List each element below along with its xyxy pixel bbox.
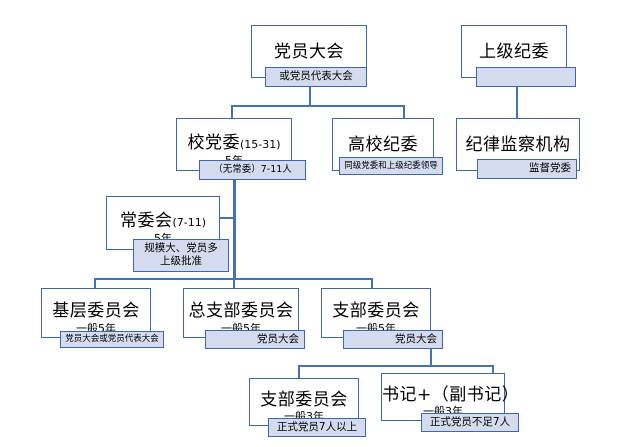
node-title: 支部委员会: [332, 301, 420, 321]
connector-bus-level5: [298, 365, 492, 367]
connector-xiaodangwei-trunk: [233, 172, 236, 279]
tag-changweihui[interactable]: 规模大、党员多 上级批准: [133, 239, 229, 272]
node-title: 党员大会: [274, 42, 344, 62]
node-title: 总支部委员会: [188, 301, 294, 321]
node-jiceng-weiyuanhui[interactable]: 基层委员会 一般5年: [41, 288, 151, 338]
node-title: 高校纪委: [348, 135, 418, 155]
connector-drop-zongzhibu: [233, 278, 235, 288]
node-title: 校党委(15-31): [187, 133, 281, 153]
connector-drop-xiaodangwei: [231, 105, 233, 118]
tag-zhibu-weiyuanhui-2[interactable]: 正式党员7人以上: [268, 418, 366, 437]
tag-shangji-jiwei[interactable]: [476, 67, 576, 87]
tag-zhibu-weiyuanhui[interactable]: 党员大会: [343, 330, 443, 349]
connector-zhibu-down: [430, 348, 432, 365]
node-title: 常委会(7-11): [119, 211, 207, 231]
tag-xiao-dangwei[interactable]: （无常委）7-11人: [199, 160, 306, 180]
node-zongzhibu-weiyuanhui[interactable]: 总支部委员会 一般5年: [183, 288, 299, 338]
node-zhibu-weiyuanhui[interactable]: 支部委员会 一般5年: [321, 288, 431, 338]
connector-dangyuandahui-down: [309, 87, 311, 105]
tag-gaoxiao-jiwei[interactable]: 同级党委和上级纪委领导: [339, 157, 443, 175]
connector-drop-zhibu: [371, 278, 373, 288]
tag-shuji[interactable]: 正式党员不足7人: [421, 413, 519, 432]
connector-bus-level2: [231, 105, 405, 107]
node-title: 纪律监察机构: [465, 135, 571, 155]
connector-drop-zhibu2: [298, 365, 300, 378]
connector-drop-jiceng: [94, 278, 96, 288]
connector-drop-shuji: [492, 365, 494, 378]
tag-zongzhibu-weiyuanhui[interactable]: 党员大会: [205, 330, 305, 349]
tag-jilv-jiancha-jigou[interactable]: 监督党委: [477, 159, 577, 179]
node-title: 上级纪委: [479, 42, 549, 62]
tag-dangyuan-dahui[interactable]: 或党员代表大会: [265, 67, 367, 87]
node-title: 支部委员会: [260, 390, 348, 410]
node-title: 书记+（副书记）: [382, 385, 520, 405]
node-title: 基层委员会: [52, 301, 140, 321]
connector-drop-gaoxiaojiwei: [403, 105, 405, 118]
tag-jiceng-weiyuanhui[interactable]: 党员大会或党员代表大会: [60, 331, 164, 348]
connector-shangjijiwei-down: [516, 87, 518, 118]
